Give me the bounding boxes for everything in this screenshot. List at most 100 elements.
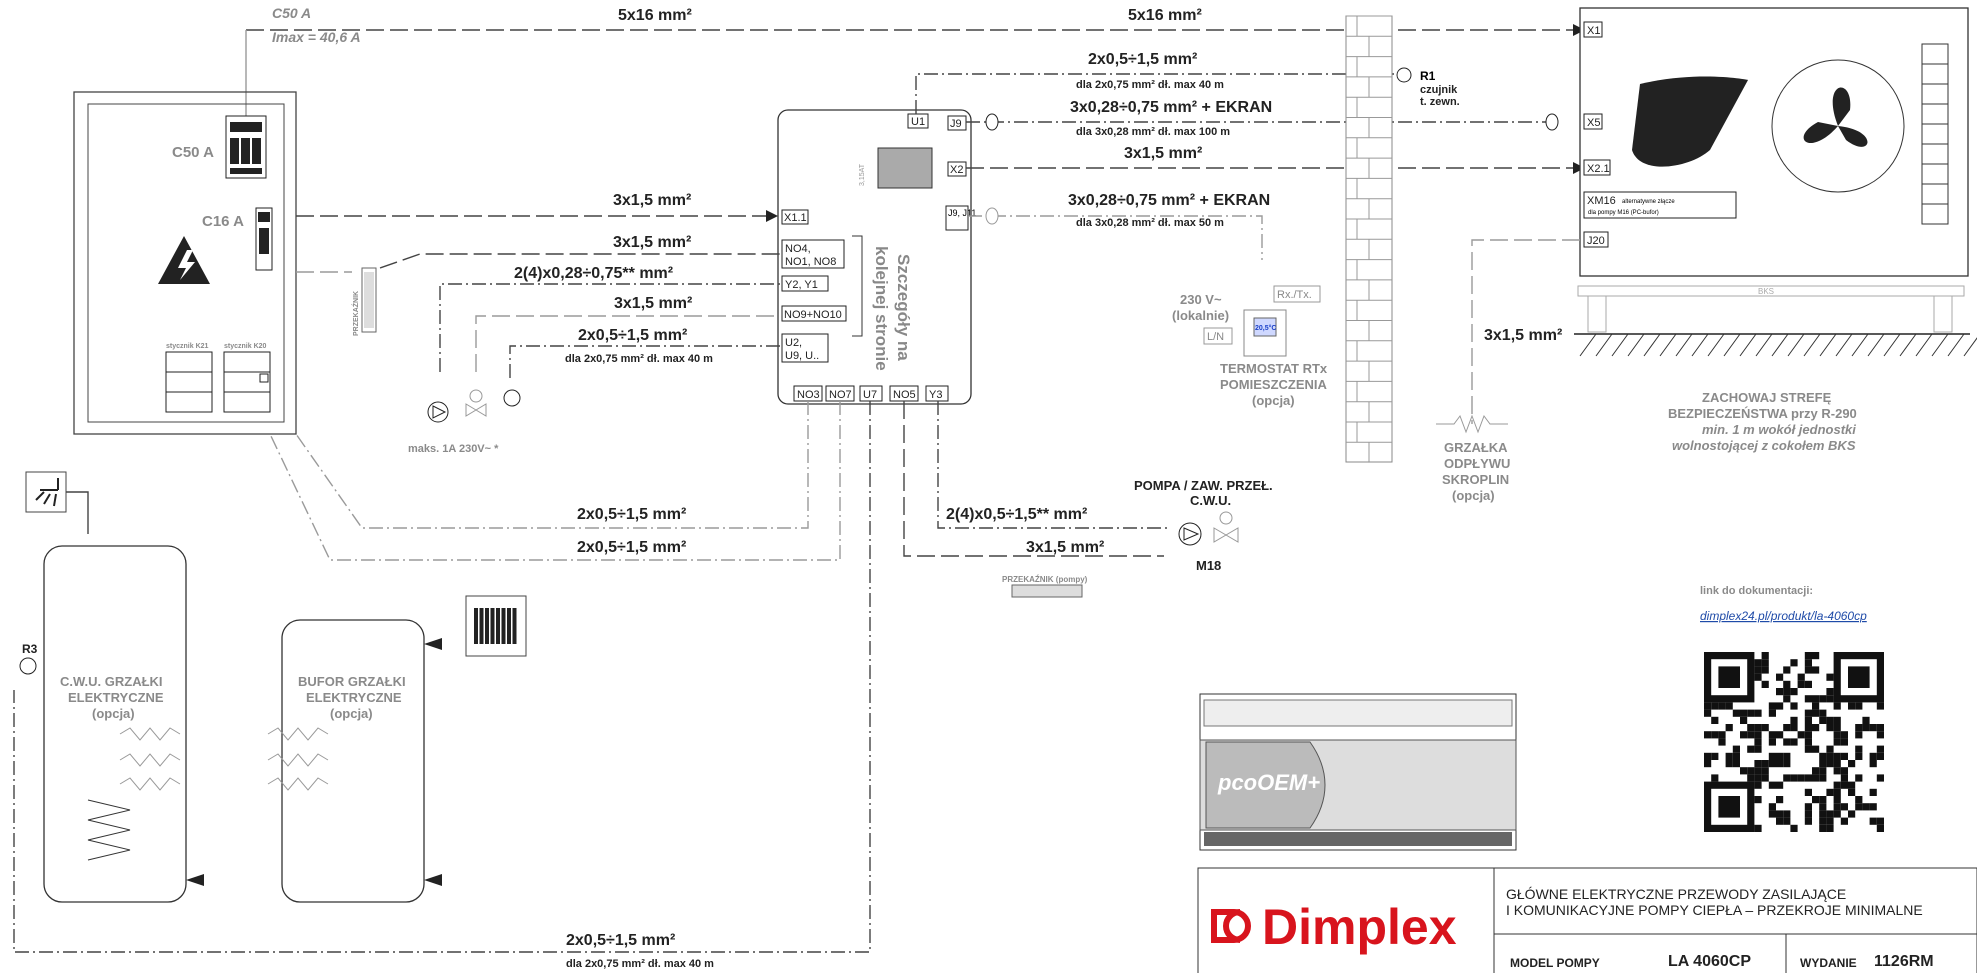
svg-text:X2: X2 [950, 164, 963, 176]
cable-valve-no9 [475, 315, 780, 372]
cable-c9-note: dla 2x0,75 mm² dł. max 40 m [565, 353, 713, 365]
terminal-u2-u9[interactable]: U2,U9, U.. [781, 333, 829, 363]
terminal-u1[interactable]: U1 [907, 113, 929, 129]
terminal-no9-no10[interactable]: NO9+NO10 [781, 305, 847, 322]
terminal-y3[interactable]: Y3 [925, 385, 949, 402]
thermostat-display: 20,5°C [1255, 324, 1276, 332]
svg-text:Y3: Y3 [929, 389, 942, 401]
shield-x5 [1545, 113, 1559, 131]
bks-foot-left [1587, 295, 1607, 333]
arrow-x1 [1573, 24, 1585, 36]
tank-buffer-arrow-bottom [424, 874, 442, 886]
sensor-r1-l2: t. zewn. [1420, 96, 1460, 108]
imax-label: Imax = 40,6 A [272, 29, 361, 45]
fan-icon [1803, 87, 1868, 147]
svg-text:X2.1: X2.1 [1587, 163, 1610, 175]
sensor-r3-label: R3 [22, 642, 38, 656]
breaker-c16[interactable] [255, 207, 273, 271]
terminal-no3[interactable]: NO3 [793, 385, 823, 402]
dimplex-logo-mark [1211, 909, 1251, 943]
safety-l2: BEZPIECZEŃSTWA przy R-290 [1668, 406, 1857, 421]
temp-sensor-icon-small [503, 389, 521, 407]
unit-terminal-x1[interactable]: X1 [1583, 21, 1603, 38]
svg-text:U2,: U2, [785, 337, 802, 349]
relay-pump-label: PRZEKAŹNIK (pompy) [1002, 575, 1088, 584]
arrow-x21 [1573, 162, 1585, 174]
cable-c2-note: dla 3x0,28 mm² dł. max 100 m [1076, 126, 1230, 138]
svg-text:alternatywne złącze: alternatywne złącze [1622, 199, 1675, 205]
cable-no5-pump [903, 401, 1164, 557]
cable-c4-label: 3x0,28÷0,75 mm² + EKRAN [1068, 192, 1270, 209]
cable-c14-note: dla 2x0,75 mm² dł. max 40 m [566, 958, 714, 970]
terminal-j9-j11[interactable]: J9, J11 [945, 205, 976, 231]
cable-c1-label: 2x0,5÷1,5 mm² [1088, 51, 1197, 68]
cable-u1-r1 [915, 73, 1400, 114]
svg-text:dla pompy M16 (PC-bufor): dla pompy M16 (PC-bufor) [1588, 210, 1659, 216]
tank-cwu-coil [87, 799, 131, 861]
cabinet-inner [87, 103, 285, 423]
shower-box [25, 471, 67, 513]
svg-text:NO4,: NO4, [785, 243, 811, 255]
svg-text:NO5: NO5 [893, 389, 916, 401]
terminal-j9[interactable]: J9 [947, 115, 967, 131]
unit-terminal-x21[interactable]: X2.1 [1583, 159, 1611, 176]
cable-c3-label: 3x1,5 mm² [1124, 145, 1202, 162]
terminal-no4-no1-no8[interactable]: NO4,NO1, NO8 [781, 239, 845, 269]
svg-text:X1: X1 [1587, 25, 1600, 37]
thermostat-rxtx-box: Rx./Tx. [1273, 285, 1321, 303]
qr-code[interactable] [1704, 652, 1884, 832]
pump-cwu-arrow [1183, 527, 1200, 541]
sensor-r3-icon[interactable] [19, 657, 37, 675]
terminal-x11[interactable]: X1.1 [781, 209, 809, 225]
tank-cwu-l1: C.W.U. GRZAŁKI [60, 674, 163, 689]
relay-pump[interactable] [1011, 584, 1083, 598]
svg-text:NO9+NO10: NO9+NO10 [784, 309, 842, 321]
svg-text:XM16: XM16 [1587, 195, 1616, 207]
sensor-r1-icon[interactable] [1396, 67, 1412, 83]
doc-link[interactable]: dimplex24.pl/produkt/la-4060cp [1700, 609, 1867, 623]
thermostat-ln-box: L/N [1203, 327, 1233, 345]
svg-text:Y2, Y1: Y2, Y1 [785, 279, 818, 291]
doc-label: link do dokumentacji: [1700, 585, 1813, 597]
unit-terminal-j20[interactable]: J20 [1583, 231, 1609, 248]
thermostat-l2: POMIESZCZENIA [1220, 377, 1328, 392]
terminal-no5[interactable]: NO5 [889, 385, 919, 402]
tank-buffer-l1: BUFOR GRZAŁKI [298, 674, 406, 689]
tank-cwu-l2: ELEKTRYCZNE [68, 690, 164, 705]
pump-cwu-m18: M18 [1196, 558, 1221, 573]
shield-j11 [985, 207, 999, 225]
shower-pipe [66, 491, 89, 534]
cable-no7-k20 [269, 401, 841, 561]
bottom-terminals: NO3 NO7 U7 NO5 Y3 [793, 385, 949, 402]
unit-terminal-x5[interactable]: X5 [1583, 113, 1603, 130]
unit-terminal-xm16[interactable]: XM16 alternatywne złącze dla pompy M16 (PC… [1583, 191, 1737, 219]
breaker-c50-label: C50 A [172, 144, 214, 161]
contactor-k20-label: stycznik K20 [224, 343, 267, 350]
vent-grille [1921, 43, 1949, 225]
heater-elements [119, 727, 329, 791]
thermostat[interactable] [1243, 309, 1287, 357]
sensor-r1-name: R1 [1420, 69, 1436, 83]
cable-pump-y2y1 [439, 283, 780, 372]
pump-group-max: maks. 1A 230V~ * [408, 443, 499, 455]
terminal-x2[interactable]: X2 [947, 161, 967, 177]
bks-foot-right [1933, 295, 1953, 333]
breaker-c50[interactable] [225, 115, 267, 179]
terminal-u7[interactable]: U7 [859, 385, 883, 402]
svg-text:J9: J9 [950, 118, 962, 130]
model-value: LA 4060CP [1668, 953, 1751, 970]
title-line2: I KOMUNIKACYJNE POMPY CIEPŁA – PRZEKROJE… [1506, 902, 1923, 918]
contactor-k21[interactable] [165, 351, 213, 413]
svg-text:L/N: L/N [1207, 331, 1224, 343]
svg-text:NO7: NO7 [829, 389, 852, 401]
valve-cwu-motor-icon [1219, 511, 1233, 525]
thermostat-l1: TERMOSTAT RTx [1220, 361, 1328, 376]
cable-j20-heater [1471, 239, 1580, 424]
relay[interactable] [361, 267, 377, 333]
contactor-k20[interactable] [223, 351, 271, 413]
warning-icon [158, 236, 210, 284]
cable-c14-label: 2x0,5÷1,5 mm² [566, 932, 675, 949]
terminal-y2-y1[interactable]: Y2, Y1 [781, 275, 829, 292]
terminal-no7[interactable]: NO7 [825, 385, 855, 402]
controller-display [877, 147, 933, 189]
